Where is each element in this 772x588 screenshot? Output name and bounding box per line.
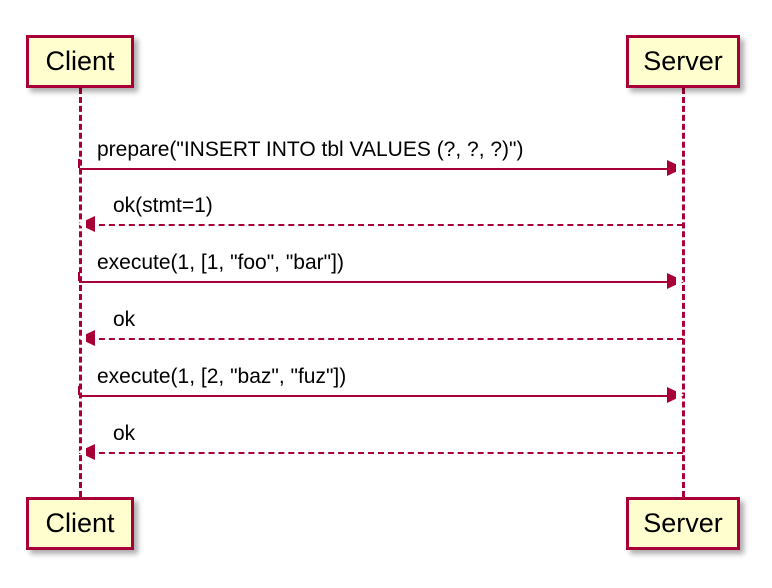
arrowhead-notch [676,390,684,400]
message-1-stub [78,159,80,168]
message-3-label: execute(1, [1, "foo", "bar"]) [97,251,344,274]
participant-label-server-top: Server [643,46,723,76]
arrowhead-notch [78,333,86,343]
lifeline-server [682,88,685,497]
message-2-label: ok(stmt=1) [113,194,213,217]
participant-label-server-bottom: Server [643,508,723,538]
message-4-label: ok [113,308,136,331]
arrowhead-notch [78,219,86,229]
message-2-line [79,224,683,226]
message-5-stub [78,386,80,395]
participant-server-top[interactable]: Server [626,35,740,88]
participant-label-client-bottom: Client [45,508,115,538]
message-5-label: execute(1, [2, "baz", "fuz"]) [97,365,347,388]
message-4-line [79,338,683,340]
participant-client-top[interactable]: Client [26,35,134,88]
message-6-label: ok [113,422,136,445]
arrowhead-notch [78,447,86,457]
message-1-label: prepare("INSERT INTO tbl VALUES (?, ?, ?… [97,138,524,161]
message-3-line [79,281,683,283]
arrowhead-notch [676,163,684,173]
lifeline-client [79,88,82,497]
arrowhead-notch [676,276,684,286]
participant-client-bottom[interactable]: Client [26,497,134,550]
message-6-line [79,452,683,454]
message-1-line [79,168,683,170]
message-3-stub [78,272,80,281]
participant-server-bottom[interactable]: Server [626,497,740,550]
message-5-line [79,395,683,397]
participant-label-client-top: Client [45,46,115,76]
